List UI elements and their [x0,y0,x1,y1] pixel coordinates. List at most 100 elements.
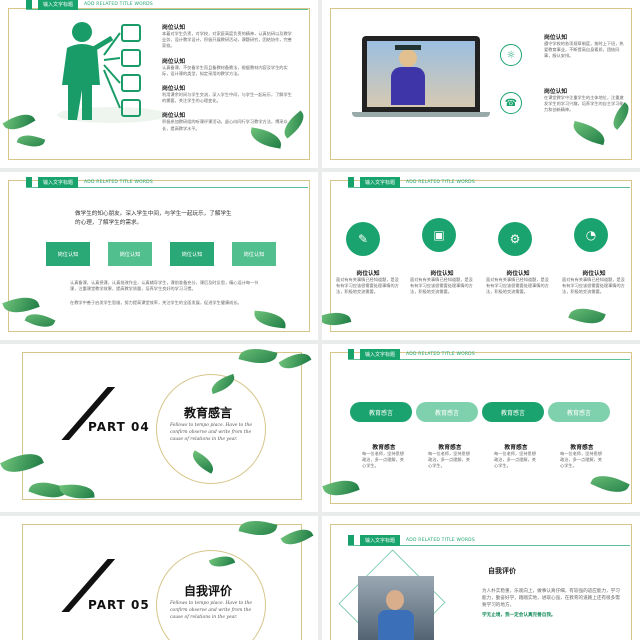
section-title: 教育感言 [184,406,233,420]
section-title: 自我评价 [184,584,233,598]
slide-header: 输入文字标题 ADD RELATED TITLE WORDS [26,0,153,10]
step-box: 岗位认知 [108,242,152,266]
slide-frame [330,8,632,160]
slide-header: 输入文字标题 ADD RELATED TITLE WORDS [348,534,475,546]
header-subtitle: ADD RELATED TITLE WORDS [406,351,475,357]
item-block: 教育感言 每一位老师，坚持思想政治，多一点理解，关心学生。 [428,442,472,470]
item-text: 在课堂教学中注重学生的主体地位，注重激发学生的学习兴趣，培养学生的自主学习能力和… [544,95,624,113]
slide-frame [8,180,310,332]
bullet-item: 为人朴实稳重，乐观向上，做事认真仔细，有较强的适应能力，学习能力，勤奋好学，踏踏… [482,589,620,608]
item-title: 岗位认知 [544,89,568,95]
photo-face [386,590,404,610]
paragraph: 认真备课，认真授课，认真批改作业，认真辅导学生，课前准备充分，课后及时反思，精心… [70,280,259,292]
item-text: 认真备课，不仅备学生而且备教材备教法，根据教材内容及学生的实际，设计课的类型，拟… [162,64,288,76]
header-bar [26,0,32,9]
slide-frame [22,352,302,500]
student-photo [358,576,434,640]
bike-icon: ☼ [500,44,522,66]
item-text: 面对有有关事情已经知道题，是没有有学习应该很需要处理事情的方法，积极地交流需要。 [486,277,549,295]
laptop-base [352,112,490,117]
header-bar [26,177,32,187]
part-number: PART 05 [86,598,152,612]
item-title: 岗位认知 [506,271,530,277]
section-desc: Fellows to tempo place. Have to the conf… [170,423,253,442]
slide-3[interactable]: 输入文字标题 ADD RELATED TITLE WORDS 做学生的知心朋友。… [0,172,318,340]
slide-2[interactable]: ☼ ☎ 岗位认知 遵守学校的各项规章制度，按时上下班，热爱教育事业，不断提高自身… [322,0,640,168]
title-circle [156,374,266,484]
item-text: 每一位老师，坚持思想政治，多一点理解，关心学生。 [494,451,536,469]
item-block: 岗位认知 面对有有关事情已经知道题，是没有有学习应该很需要处理事情的方法，积极地… [410,268,474,296]
item-text: 每一位老师，坚持思想政治，多一点理解，关心学生。 [428,451,470,469]
item-text: 遵守学校的各项规章制度，按时上下班，热爱教育事业，不断提高自身素质，团结同事，服… [544,41,624,59]
paragraph: 在教学中善于启发学生思维，努力提高课堂效率，关注学生的全面发展，促进学生健康成长… [70,300,242,305]
header-line [348,545,630,546]
item-text: 面对有有关事情已经知道题，是没有有学习应该很需要处理事情的方法，积极地交流需要。 [562,277,625,295]
item-title: 岗位认知 [582,271,606,277]
item-title: 教育感言 [372,445,396,451]
slide-8[interactable]: 输入文字标题 ADD RELATED TITLE WORDS 自我评价 为人朴实… [322,516,640,640]
bullet-list: 为人朴实稳重，乐观向上，做事认真仔细，有较强的适应能力，学习能力，勤奋好学，踏踏… [482,588,622,619]
header-line [348,359,630,360]
photo-gown [391,67,425,105]
header-bar [348,349,354,359]
slide-5[interactable]: ⁄ PART 04 教育感言 Fellows to tempo place. H… [0,344,318,512]
header-title: 输入文字标题 [360,348,401,360]
slide-4[interactable]: 输入文字标题 ADD RELATED TITLE WORDS ✎ ▣ ⚙ ◔ 岗… [322,172,640,340]
slide-1[interactable]: 输入文字标题 ADD RELATED TITLE WORDS 岗位认知 本着对学… [0,0,318,168]
item-text: 面对有有关事情已经知道题，是没有有学习应该很需要处理事情的方法，积极地交流需要。 [336,277,399,295]
photo-face [399,49,417,67]
laptop-screen [362,36,480,112]
list-item: 岗位认知 认真备课，不仅备学生而且备教材备教法，根据教材内容及学生的实际，设计课… [162,56,292,77]
tab-pill[interactable]: 教育感言 [548,402,610,422]
item-title: 教育感言 [504,445,528,451]
item-block: 教育感言 每一位老师，坚持思想政治，多一点理解，关心学生。 [560,442,604,470]
header-bar [348,535,354,545]
header-line [348,187,630,188]
item-text: 每一位老师，坚持思想政治，多一点理解，关心学生。 [362,451,404,469]
item-title: 岗位认知 [162,113,186,120]
item-block: 岗位认知 在课堂教学中注重学生的主体地位，注重激发学生的学习兴趣，培养学生的自主… [544,86,624,114]
list-item: 岗位认知 积极参加教研组的听课评课活动，虚心向同行学习教学方法，博采众长，提高教… [162,110,292,131]
item-block: 岗位认知 面对有有关事情已经知道题，是没有有学习应该很需要处理事情的方法，积极地… [562,268,626,296]
item-list: 岗位认知 本着对学生负责，对学校，对家庭高度负责的精神，认真钻研以及教学业务，设… [162,22,292,132]
settings-icon: ⚙ [498,222,532,256]
item-text: 本着对学生负责，对学校，对家庭高度负责的精神，认真钻研以及教学业务，设计教学设计… [162,31,292,49]
slide-header: 输入文字标题 ADD RELATED TITLE WORDS [348,348,475,360]
header-title: 输入文字标题 [38,176,79,188]
header-title: 输入文字标题 [360,176,401,188]
item-title: 岗位认知 [356,271,380,277]
tab-pill[interactable]: 教育感言 [416,402,478,422]
slide-header: 输入文字标题 ADD RELATED TITLE WORDS [348,176,475,188]
header-subtitle: ADD RELATED TITLE WORDS [406,179,475,185]
header-bar [348,177,354,187]
item-title: 教育感言 [570,445,594,451]
slide-frame [8,8,310,160]
tab-pill[interactable]: 教育感言 [482,402,544,422]
slide-frame [330,180,632,332]
pie-chart-icon: ◔ [574,218,608,252]
item-title: 岗位认知 [544,35,568,41]
item-title: 岗位认知 [162,25,186,31]
item-title: 岗位认知 [162,86,186,93]
tab-pill[interactable]: 教育感言 [350,402,412,422]
slide-7[interactable]: ⁄ PART 05 自我评价 Fellows to tempo place. H… [0,516,318,640]
header-subtitle: ADD RELATED TITLE WORDS [84,179,153,185]
item-text: 利用课余时间与学生交流，深入学生中间，与学生一起玩乐，了解学生的需要，关注学生的… [162,92,292,104]
section-title: 自我评价 [488,567,516,575]
item-block: 教育感言 每一位老师，坚持思想政治，多一点理解，关心学生。 [494,442,538,470]
item-title: 岗位认知 [430,271,454,277]
list-item: 岗位认知 本着对学生负责，对学校，对家庭高度负责的精神，认真钻研以及教学业务，设… [162,22,292,50]
slide-6[interactable]: 输入文字标题 ADD RELATED TITLE WORDS 教育感言 教育感言… [322,344,640,512]
part-number: PART 04 [86,420,152,434]
photo-shirt [378,610,414,640]
slide-header: 输入文字标题 ADD RELATED TITLE WORDS [26,176,153,188]
wallet-icon: ▣ [422,218,456,252]
step-box: 岗位认知 [170,242,214,266]
bullet-item: 学无止境，我一定会认真完善自我。 [482,613,556,618]
photo-cap [395,45,421,50]
edit-icon: ✎ [346,222,380,256]
item-block: 岗位认知 面对有有关事情已经知道题，是没有有学习应该很需要处理事情的方法，积极地… [336,268,400,296]
header-title: 输入文字标题 [360,534,401,546]
section-desc: Fellows to tempo place. Have to the conf… [170,601,253,620]
